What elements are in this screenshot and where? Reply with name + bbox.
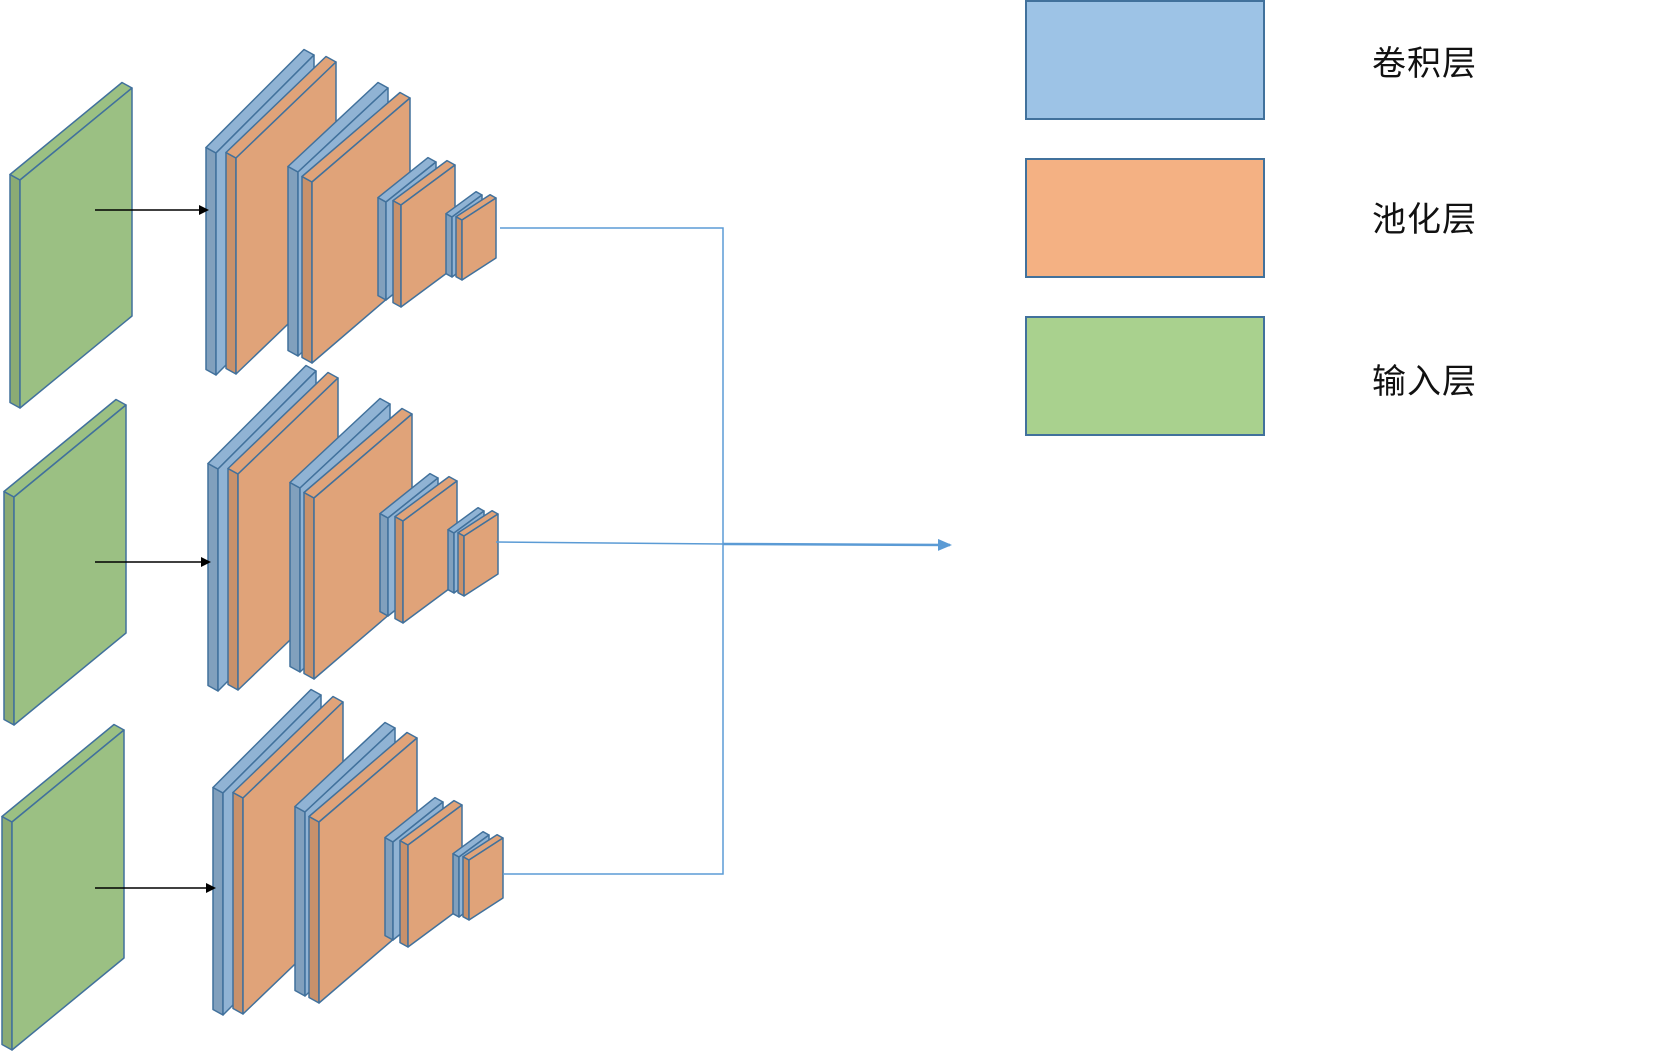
branch-bottom-input-layer [1,723,125,1051]
legend-conv-swatch [1025,0,1265,120]
branch-middle-input-layer-side [3,490,15,726]
branch-middle-input-layer-front [13,404,127,726]
legend-input-label: 输入层 [1372,362,1477,402]
branch-bottom-conv3-side [384,836,394,941]
branch-top-input-layer-side [9,173,21,409]
merge-connectors [495,227,952,875]
branch-top-pool1-side [225,151,237,375]
branch-top [9,48,497,409]
branch-bottom-conv4-side [452,852,460,918]
branch-top-conv1-side [205,146,217,376]
branch-middle-input-layer [3,398,127,726]
branch-top-pool4-front [461,197,497,281]
branch-middle-conv4-side [447,528,455,594]
branch-middle-pool3 [394,475,458,624]
branch-middle-pool2-side [303,491,315,680]
connector-top [500,227,724,546]
branch-middle-pool4-side [457,531,465,597]
branch-top-pool3 [392,159,456,308]
branch-middle-pool4 [457,509,499,597]
branch-top-pool4-side [455,215,463,281]
branch-middle-pool4-front [463,513,499,597]
branch-bottom-pool4-front [468,837,504,921]
branch-bottom-pool1-side [232,791,244,1015]
branch-bottom-conv2-side [294,805,306,997]
branch-bottom-pool4 [462,833,504,921]
branch-bottom-input-layer-front [11,729,125,1051]
branch-middle-conv1-side [207,462,219,692]
connector-bottom [503,546,724,875]
branch-middle [3,364,499,726]
branch-middle-conv2-side [289,481,301,673]
branch-top-pool4 [455,193,497,281]
legend-pool-label: 池化层 [1372,200,1477,240]
connector-middle [495,541,724,545]
branch-top-conv4-side [445,212,453,278]
branch-bottom-input-layer-side [1,815,13,1051]
branch-top-conv3-side [377,196,387,301]
branch-middle-pool1-side [227,467,239,691]
legend-pool-swatch [1025,158,1265,278]
branch-bottom-pool3-side [399,839,409,948]
branch-bottom [1,688,504,1051]
branch-bottom-pool3 [399,799,463,948]
branch-bottom-conv1-side [212,786,224,1016]
branch-middle-pool3-side [394,515,404,624]
legend-conv-label: 卷积层 [1372,44,1477,84]
branch-bottom-pool2-side [308,815,320,1004]
branch-middle-conv3-side [379,512,389,617]
branch-top-input-layer-front [19,87,133,409]
branch-bottom-pool4-side [462,855,470,921]
branch-top-pool3-side [392,199,402,308]
branch-top-input-layer [9,81,133,409]
legend-input-swatch [1025,316,1265,436]
branch-top-pool2-side [301,175,313,364]
output-arrow [722,538,952,551]
branch-top-conv2-side [287,165,299,357]
